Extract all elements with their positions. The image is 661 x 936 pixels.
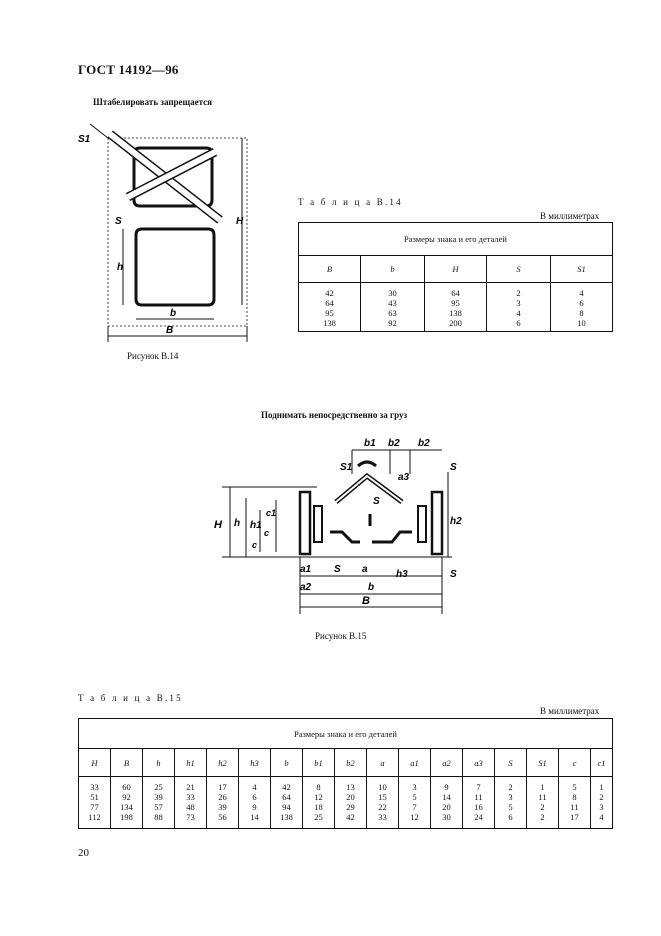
page-number: 20 bbox=[78, 847, 89, 859]
dim-a1: a1 bbox=[300, 564, 312, 575]
table15-col-h3: h3 bbox=[238, 748, 271, 777]
dim-a: a bbox=[362, 564, 368, 575]
dim-s-right: S bbox=[450, 569, 457, 580]
dim-b: b bbox=[368, 582, 374, 593]
figure-b14-caption: Рисунок В.14 bbox=[127, 351, 179, 361]
table15-title: Т а б л и ц а В.15 bbox=[78, 693, 183, 703]
dim-s-mid: S bbox=[373, 496, 380, 507]
table15-col-S: S bbox=[494, 748, 527, 777]
dim-s-top: S bbox=[450, 462, 457, 473]
sign1-title: Штабелировать запрещается bbox=[93, 97, 213, 107]
table15-col-a1: a1 bbox=[398, 748, 431, 777]
table14-col-S: S bbox=[486, 255, 551, 283]
dim-b1: b1 bbox=[364, 438, 376, 449]
table14-col-H: H bbox=[424, 255, 487, 283]
dim-c-a: c bbox=[264, 528, 269, 538]
dim-B: B bbox=[362, 595, 370, 607]
dim-c1: c1 bbox=[266, 508, 276, 518]
table15-col-h: h bbox=[142, 748, 175, 777]
dim-B: B bbox=[166, 325, 173, 336]
document-header: ГОСТ 14192—96 bbox=[78, 62, 179, 77]
dim-h1: h1 bbox=[250, 520, 262, 531]
dim-s1: S1 bbox=[340, 462, 353, 473]
table15-col-a: a bbox=[366, 748, 399, 777]
figure-b15-lift-by-load: b1 b2 b2 S1 S a3 S H h h1 h2 c1 c c h3 S… bbox=[214, 438, 462, 614]
dim-s1: S1 bbox=[78, 134, 91, 145]
table14-units: В миллиметрах bbox=[540, 211, 600, 221]
dim-c-b: c bbox=[252, 540, 257, 550]
table14-title: Т а б л и ц а В.14 bbox=[298, 197, 403, 207]
dim-a2: a2 bbox=[300, 582, 312, 593]
table14-col-S1: S1 bbox=[550, 255, 613, 283]
table14-col-B: B bbox=[298, 255, 361, 283]
table15-col-b: b bbox=[270, 748, 303, 777]
dim-H: H bbox=[214, 519, 223, 531]
table15: Размеры знака и его деталей H B h h1 h2 … bbox=[78, 718, 613, 829]
table15-group-header: Размеры знака и его деталей bbox=[78, 718, 613, 749]
table15-col-h2: h2 bbox=[206, 748, 239, 777]
dim-h: h bbox=[234, 518, 240, 529]
dim-h3: h3 bbox=[396, 569, 408, 580]
dim-b: b bbox=[170, 308, 176, 319]
table15-units: В миллиметрах bbox=[540, 706, 600, 716]
table15-col-S1: S1 bbox=[526, 748, 559, 777]
figure-b15-caption: Рисунок В.15 bbox=[315, 631, 367, 641]
dim-s-bottom: S bbox=[334, 564, 341, 575]
table15-col-b1: b1 bbox=[302, 748, 335, 777]
dim-a3: a3 bbox=[398, 472, 410, 483]
table15-col-c: c bbox=[558, 748, 591, 777]
dim-b2b: b2 bbox=[418, 438, 430, 449]
dim-s: S bbox=[115, 216, 122, 227]
dim-b2a: b2 bbox=[388, 438, 400, 449]
dim-h2: h2 bbox=[450, 516, 462, 527]
table14-group-header: Размеры знака и его деталей bbox=[298, 222, 613, 256]
table15-col-a3: a3 bbox=[462, 748, 495, 777]
dim-H: H bbox=[236, 216, 244, 227]
table15-col-h1: h1 bbox=[174, 748, 207, 777]
dim-h: h bbox=[117, 262, 123, 273]
table14: Размеры знака и его деталей B b H S S1 4… bbox=[298, 222, 613, 332]
table15-col-B: B bbox=[110, 748, 143, 777]
table15-col-c1: c1 bbox=[590, 748, 613, 777]
sign2-title: Поднимать непосредственно за груз bbox=[261, 410, 408, 420]
table15-col-H: H bbox=[78, 748, 111, 777]
table15-col-a2: a2 bbox=[430, 748, 463, 777]
table15-col-b2: b2 bbox=[334, 748, 367, 777]
figure-b14-stacking-prohibited: S1 S H h b B bbox=[78, 123, 248, 342]
table14-col-b: b bbox=[360, 255, 425, 283]
